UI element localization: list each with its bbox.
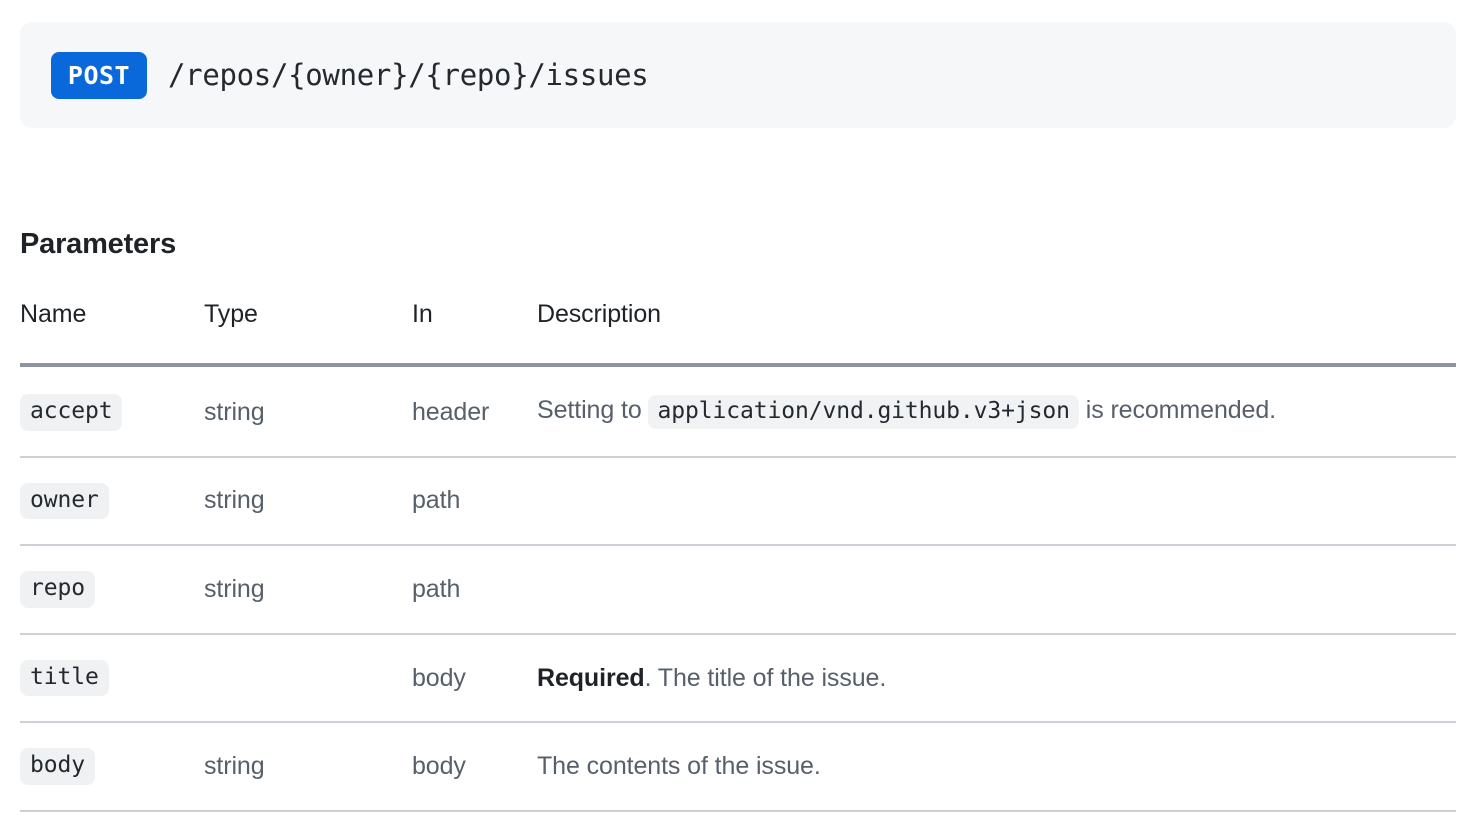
column-header-name: Name xyxy=(20,300,87,328)
param-name-chip: title xyxy=(20,659,109,697)
param-name-chip: body xyxy=(20,748,95,785)
param-description-cell: Setting to application/vnd.github.v3+jso… xyxy=(537,365,1456,458)
param-type-cell xyxy=(204,633,412,724)
param-in-cell: path xyxy=(412,545,537,635)
param-description-cell xyxy=(537,545,1456,635)
param-type-cell: string xyxy=(204,722,412,812)
endpoint-path: /repos/{owner}/{repo}/issues xyxy=(168,58,649,92)
description-code-snippet: application/vnd.github.v3+json xyxy=(648,395,1079,430)
param-in-cell: path xyxy=(412,456,537,547)
param-description-cell: Required. The title of the issue. xyxy=(537,633,1456,724)
param-in-cell: header xyxy=(412,365,537,458)
param-name-chip: owner xyxy=(20,482,109,520)
param-description-cell: The contents of the issue. xyxy=(537,722,1456,812)
param-description-cell xyxy=(537,456,1456,547)
param-name-chip: repo xyxy=(20,571,95,608)
table-header-row: Name Type In Description xyxy=(20,300,1456,365)
param-in-cell: body xyxy=(412,633,537,724)
param-type-cell: string xyxy=(204,545,412,635)
http-method-badge: POST xyxy=(51,51,147,99)
param-name-cell: repo xyxy=(20,545,204,635)
param-type-cell: string xyxy=(204,365,412,458)
param-name-chip: accept xyxy=(20,394,123,431)
column-header-description: Description xyxy=(537,300,661,328)
param-name-cell: title xyxy=(20,633,204,724)
param-name-cell: body xyxy=(20,722,204,812)
parameters-table-head: Name Type In Description xyxy=(20,300,1456,365)
required-label: Required xyxy=(537,663,645,692)
param-type-cell: string xyxy=(204,456,412,547)
parameters-heading: Parameters xyxy=(20,228,176,261)
column-header-type: Type xyxy=(204,300,258,328)
endpoint-panel: POST /repos/{owner}/{repo}/issues xyxy=(20,22,1456,128)
param-name-cell: accept xyxy=(20,365,204,458)
param-in-cell: body xyxy=(412,722,537,812)
param-name-cell: owner xyxy=(20,456,204,547)
column-header-in: In xyxy=(412,300,433,328)
